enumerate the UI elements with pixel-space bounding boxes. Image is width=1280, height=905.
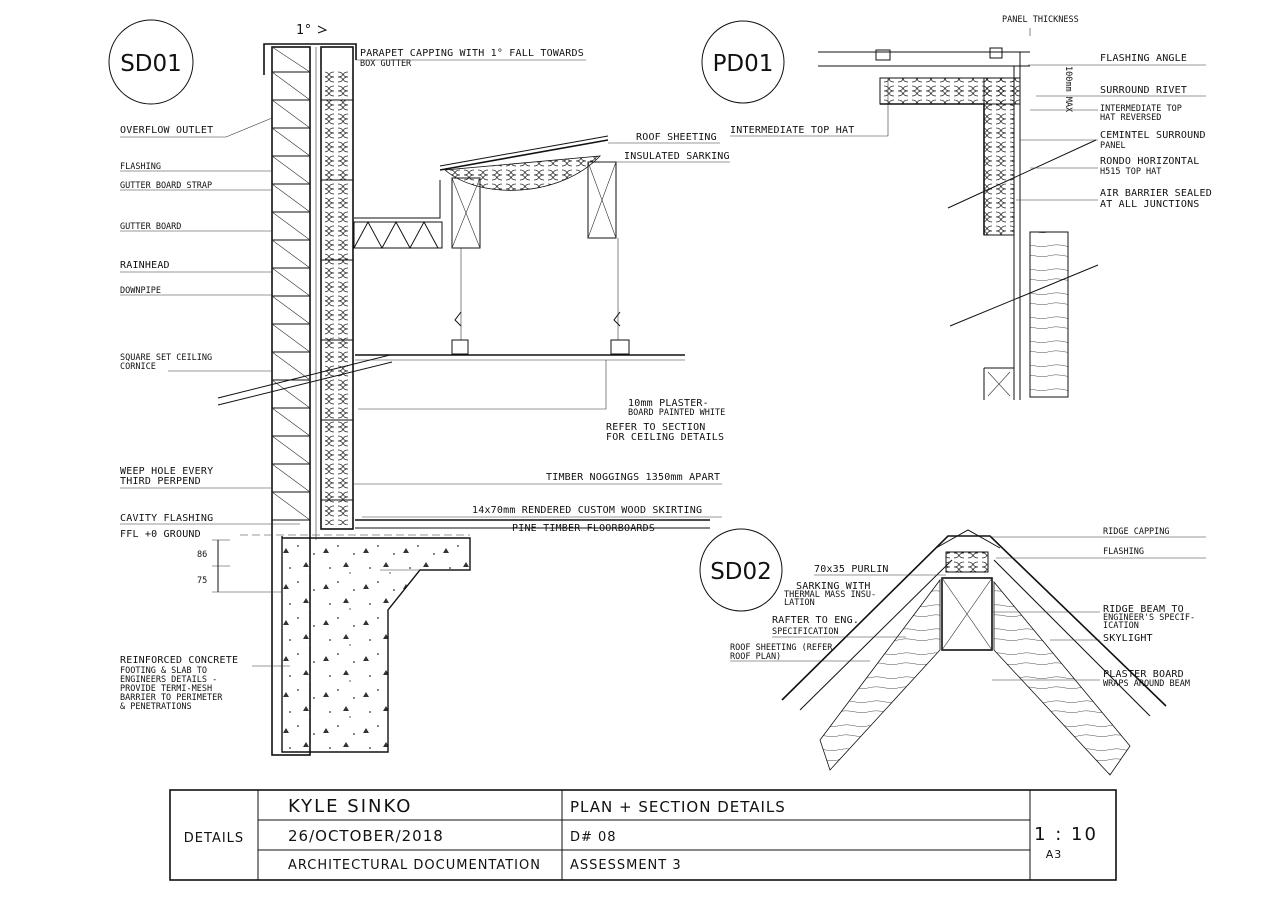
- label-gutter-board-strap: GUTTER BOARD STRAP: [120, 181, 212, 191]
- label-plaster-1: 10mm PLASTER-: [628, 398, 709, 409]
- label-gutter-board: GUTTER BOARD: [120, 222, 181, 232]
- label-air-barrier-1: AIR BARRIER SEALED: [1100, 188, 1212, 199]
- label-roof-sheeting-refer-1: ROOF SHEETING (REFER: [730, 643, 833, 653]
- sd02-tag-text: SD02: [710, 559, 772, 585]
- sd02-labels: RIDGE CAPPING FLASHING 70x35 PURLIN SARK…: [730, 527, 1206, 689]
- label-ridge-beam-2: ENGINEER'S SPECIF-: [1103, 613, 1195, 623]
- sd02-tag: SD02: [699, 528, 783, 612]
- label-timber-noggings: TIMBER NOGGINGS 1350mm APART: [546, 472, 720, 483]
- label-ridge-beam-3: ICATION: [1103, 621, 1139, 631]
- label-concrete-5: BARRIER TO PERIMETER: [120, 693, 223, 703]
- title-block: DETAILS KYLE SINKO 26/OCTOBER/2018 ARCHI…: [169, 789, 1117, 881]
- detail-pd01: PD01 PANEL THICKNESS INTERMEDIATE TOP HA…: [701, 15, 1212, 400]
- label-roof-sheeting-refer-2: ROOF PLAN): [730, 652, 781, 662]
- pd01-labels: INTERMEDIATE TOP HAT FLASHING ANGLE 100m…: [730, 53, 1212, 210]
- label-surround-rivet: SURROUND RIVET: [1100, 85, 1187, 96]
- detail-sd01: SD01 1°: [108, 19, 730, 756]
- brick-wall: [271, 46, 311, 756]
- tb-sheet-no: D# 08: [570, 830, 617, 845]
- pd01-tag: PD01: [701, 20, 785, 104]
- tb-course: ARCHITECTURAL DOCUMENTATION: [288, 858, 541, 873]
- dim-75: 75: [197, 576, 207, 586]
- tb-section: DETAILS: [184, 831, 244, 846]
- label-panel-thickness: PANEL THICKNESS: [1002, 15, 1079, 25]
- label-purlin: 70x35 PURLIN: [814, 564, 889, 575]
- label-parapet-1: PARAPET CAPPING WITH 1° FALL TOWARDS: [360, 48, 584, 59]
- tb-date: 26/OCTOBER/2018: [288, 827, 444, 845]
- label-roof-sheeting: ROOF SHEETING: [636, 132, 717, 143]
- detail-sd02: SD02 RIDGE CAPPING FLASHING 70x35 PURLIN…: [699, 527, 1206, 776]
- label-cornice-2: CORNICE: [120, 362, 156, 372]
- sd01-tag-text: SD01: [120, 51, 182, 77]
- label-cemintel-1: CEMINTEL SURROUND: [1100, 130, 1206, 141]
- label-weep-1: WEEP HOLE EVERY: [120, 466, 213, 477]
- label-concrete-3: ENGINEERS DETAILS -: [120, 675, 217, 685]
- tb-title: PLAN + SECTION DETAILS: [570, 798, 786, 816]
- label-refer-2: FOR CEILING DETAILS: [606, 432, 724, 443]
- label-concrete-4: PROVIDE TERMI-MESH: [120, 684, 212, 694]
- label-rafter-2: SPECIFICATION: [772, 627, 839, 637]
- label-ffl: FFL +0 GROUND: [120, 529, 201, 540]
- label-overflow-outlet: OVERFLOW OUTLET: [120, 125, 213, 136]
- label-weep-2: THIRD PERPEND: [120, 476, 201, 487]
- label-sd02-flashing: FLASHING: [1103, 547, 1144, 557]
- label-sarking-1: SARKING WITH: [796, 581, 871, 592]
- label-concrete-2: FOOTING & SLAB TO: [120, 666, 207, 676]
- label-parapet-2: BOX GUTTER: [360, 59, 412, 69]
- label-insulated-sarking: INSULATED SARKING: [624, 151, 730, 162]
- tb-scale: 1 : 10: [1034, 824, 1098, 845]
- label-ridge-capping: RIDGE CAPPING: [1103, 527, 1170, 537]
- label-floorboards: PINE TIMBER FLOORBOARDS: [512, 523, 655, 534]
- label-cavity-flashing: CAVITY FLASHING: [120, 513, 213, 524]
- label-plaster-board-2: WRAPS AROUND BEAM: [1103, 679, 1190, 689]
- label-cornice-1: SQUARE SET CEILING: [120, 353, 212, 363]
- tb-paper: A3: [1046, 848, 1063, 861]
- label-skylight: SKYLIGHT: [1103, 633, 1153, 644]
- sd01-right-labels: PARAPET CAPPING WITH 1° FALL TOWARDS BOX…: [354, 48, 730, 534]
- label-air-barrier-2: AT ALL JUNCTIONS: [1100, 199, 1200, 210]
- sd01-angle: 1°: [296, 23, 312, 38]
- label-concrete-1: REINFORCED CONCRETE: [120, 655, 238, 666]
- label-downpipe: DOWNPIPE: [120, 286, 161, 296]
- label-refer-1: REFER TO SECTION: [606, 422, 706, 433]
- label-rondo-1: RONDO HORIZONTAL: [1100, 156, 1200, 167]
- label-rafter-1: RAFTER TO ENG.: [772, 615, 859, 626]
- label-intermediate-top-hat: INTERMEDIATE TOP HAT: [730, 125, 854, 136]
- tb-assessment: ASSESSMENT 3: [570, 858, 682, 873]
- label-plaster-2: BOARD PAINTED WHITE: [628, 408, 725, 418]
- label-cemintel-2: PANEL: [1100, 141, 1126, 151]
- sd01-tag: SD01: [108, 19, 194, 105]
- label-ridge-beam-1: RIDGE BEAM TO: [1103, 604, 1184, 615]
- label-rainhead: RAINHEAD: [120, 260, 170, 271]
- pd01-tag-text: PD01: [713, 51, 774, 77]
- label-flashing-angle: FLASHING ANGLE: [1100, 53, 1187, 64]
- label-rondo-2: H515 TOP HAT: [1100, 167, 1161, 177]
- stud-wall: [315, 46, 354, 540]
- dim-86: 86: [197, 550, 207, 560]
- label-skirting: 14x70mm RENDERED CUSTOM WOOD SKIRTING: [472, 505, 702, 516]
- tb-author: KYLE SINKO: [288, 796, 412, 817]
- label-inter-reversed-2: HAT REVERSED: [1100, 113, 1161, 123]
- label-concrete-6: & PENETRATIONS: [120, 702, 192, 712]
- label-flashing: FLASHING: [120, 162, 161, 172]
- label-sarking-2: THERMAL MASS INSU-: [784, 590, 876, 600]
- sd01-left-labels: OVERFLOW OUTLET FLASHING GUTTER BOARD ST…: [120, 117, 300, 712]
- label-100mm-max: 100mm MAX: [1063, 66, 1073, 113]
- label-plaster-board-1: PLASTER BOARD: [1103, 669, 1184, 680]
- label-sarking-3: LATION: [784, 598, 815, 608]
- label-inter-reversed-1: INTERMEDIATE TOP: [1100, 104, 1182, 114]
- roof-framing: [353, 135, 685, 361]
